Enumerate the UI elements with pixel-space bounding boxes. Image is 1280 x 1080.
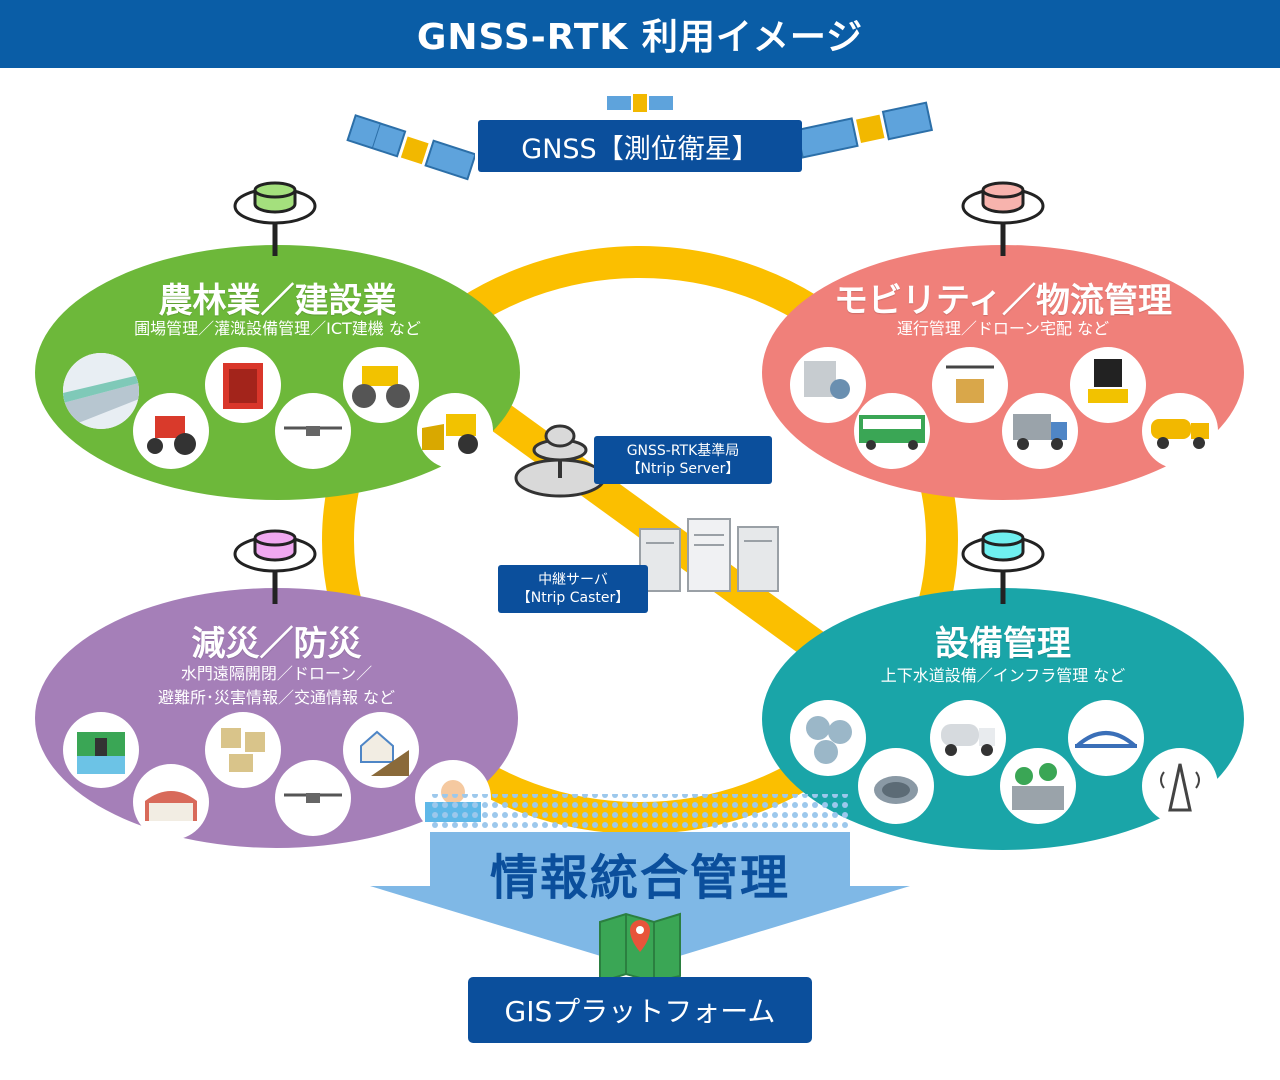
sector-subtitle: 圃場管理／灌漑設備管理／ICT建機 など — [134, 319, 421, 338]
reference-station-antenna-icon — [514, 424, 606, 498]
sector-title: モビリティ／物流管理 — [834, 281, 1172, 321]
relay-server-subtitle: 【Ntrip Caster】 — [516, 590, 630, 606]
sector-subtitle: 避難所･災害情報／交通情報 など — [157, 688, 396, 707]
reference-station-title: GNSS-RTK基準局 — [626, 442, 740, 459]
satellite-icon — [346, 114, 475, 181]
shelter-building-icon — [133, 764, 209, 840]
road-sign-truck-icon — [1070, 347, 1146, 423]
bridge-icon — [1068, 700, 1144, 776]
gnss-satellite-label: GNSS【測位衛星】 — [478, 120, 802, 172]
manhole-icon — [858, 748, 934, 824]
sector-title: 設備管理 — [935, 624, 1071, 664]
gnss-receiver-icon — [961, 181, 1045, 256]
buildings-map-icon — [205, 712, 281, 788]
bulldozer-icon — [417, 393, 493, 469]
sector-subtitle: 運行管理／ドローン宅配 など — [896, 319, 1110, 338]
water-gate-machine-icon — [205, 347, 281, 423]
server-rack-icon — [639, 518, 779, 592]
sector-title: 減災／防災 — [191, 624, 362, 664]
bus-icon — [854, 393, 930, 469]
city-block-icon — [1000, 748, 1076, 824]
highway-icon — [63, 353, 139, 429]
water-treatment-plant-icon — [790, 700, 866, 776]
drone-icon — [275, 760, 351, 836]
tractor-icon — [133, 393, 209, 469]
satellite-icon — [607, 94, 673, 112]
reference-station-subtitle: 【Ntrip Server】 — [626, 461, 740, 477]
sector-title: 農林業／建設業 — [158, 281, 397, 321]
sector-mobility-logistics: モビリティ／物流管理 運行管理／ドローン宅配 など — [762, 245, 1244, 500]
antenna-tower-icon — [1142, 748, 1218, 824]
road-roller-icon — [343, 347, 419, 423]
delivery-drone-icon — [932, 347, 1008, 423]
relay-server-label: 中継サーバ 【Ntrip Caster】 — [498, 565, 648, 613]
map-pin-icon — [599, 912, 681, 984]
reference-station-label: GNSS-RTK基準局 【Ntrip Server】 — [594, 436, 772, 484]
satellite-icon — [795, 101, 934, 159]
tanker-truck-icon — [1142, 393, 1218, 469]
gnss-receiver-icon — [233, 181, 317, 256]
page-title: GNSS-RTK 利用イメージ — [0, 0, 1280, 68]
sector-subtitle: 水門遠隔開閉／ドローン／ — [180, 664, 373, 683]
drone-icon — [275, 393, 351, 469]
sector-agriculture-construction: 農林業／建設業 圃場管理／灌漑設備管理／ICT建機 など — [35, 245, 520, 500]
gis-platform-label: GISプラットフォーム — [468, 977, 812, 1043]
integration-label: 情報統合管理 — [489, 850, 790, 906]
floodgate-icon — [63, 712, 139, 788]
gnss-receiver-icon — [233, 529, 317, 604]
sewage-tanker-icon — [930, 700, 1006, 776]
relay-server-title: 中継サーバ — [538, 571, 608, 588]
landslide-house-icon — [343, 712, 419, 788]
garbage-truck-icon — [1002, 393, 1078, 469]
integration-arrow — [370, 794, 910, 968]
gnss-receiver-icon — [961, 529, 1045, 604]
wheelchair-bus-icon — [790, 347, 866, 423]
sector-subtitle: 上下水道設備／インフラ管理 など — [880, 666, 1126, 685]
